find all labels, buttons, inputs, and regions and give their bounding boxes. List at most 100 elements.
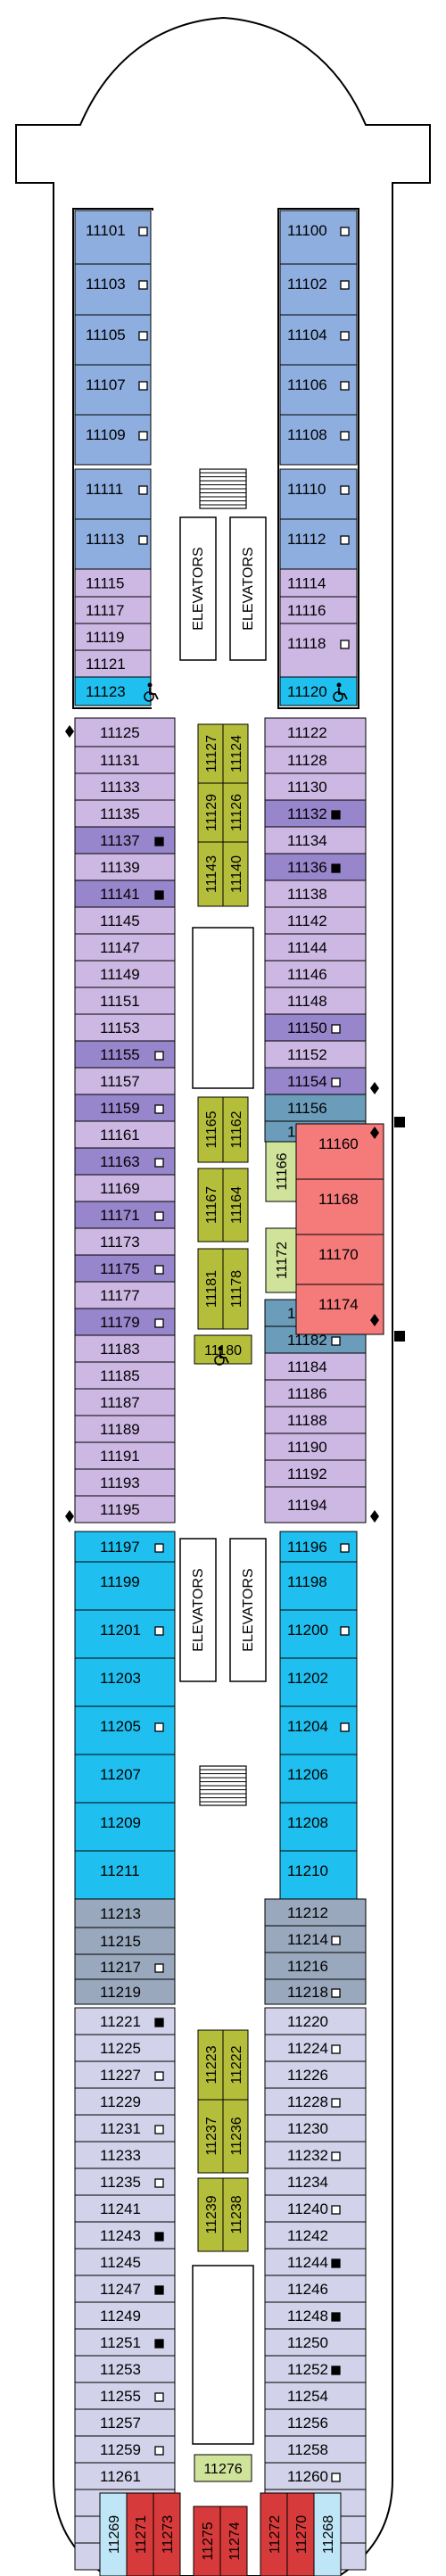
cabin-11249[interactable]: 11249 [74, 2301, 176, 2330]
cabin-11155[interactable]: 11155 [74, 1040, 176, 1069]
cabin-11169[interactable]: 11169 [74, 1174, 176, 1202]
cabin-11206[interactable]: 11206 [279, 1754, 358, 1804]
cabin-11258[interactable]: 11258 [264, 2435, 367, 2464]
cabin-11175[interactable]: 11175 [74, 1254, 176, 1283]
cabin-11105[interactable]: 11105 [74, 314, 152, 366]
cabin-11134[interactable]: 11134 [264, 826, 367, 855]
cabin-11191[interactable]: 11191 [74, 1441, 176, 1470]
cabin-11250[interactable]: 11250 [264, 2328, 367, 2357]
cabin-11214[interactable]: 11214 [264, 1925, 367, 1953]
cabin-11181[interactable]: 11181 [197, 1248, 224, 1330]
cabin-11203[interactable]: 11203 [74, 1657, 176, 1707]
cabin-11126[interactable]: 11126 [222, 782, 249, 843]
cabin-11215[interactable]: 11215 [74, 1927, 176, 1955]
cabin-11106[interactable]: 11106 [279, 364, 358, 416]
cabin-11165[interactable]: 11165 [197, 1096, 224, 1163]
cabin-11152[interactable]: 11152 [264, 1040, 367, 1069]
cabin-11240[interactable]: 11240 [264, 2194, 367, 2223]
cabin-11101[interactable]: 11101 [74, 210, 152, 265]
cabin-11232[interactable]: 11232 [264, 2141, 367, 2169]
cabin-11147[interactable]: 11147 [74, 933, 176, 962]
cabin-11110[interactable]: 11110 [279, 468, 358, 520]
cabin-11247[interactable]: 11247 [74, 2275, 176, 2303]
cabin-11111[interactable]: 11111 [74, 468, 152, 520]
cabin-11113[interactable]: 11113 [74, 518, 152, 570]
cabin-11201[interactable]: 11201 [74, 1609, 176, 1659]
cabin-11153[interactable]: 11153 [74, 1013, 176, 1042]
cabin-11143[interactable]: 11143 [197, 841, 224, 907]
cabin-11220[interactable]: 11220 [264, 2007, 367, 2035]
cabin-11125[interactable]: 11125 [74, 717, 176, 747]
cabin-11145[interactable]: 11145 [74, 906, 176, 935]
cabin-11135[interactable]: 11135 [74, 799, 176, 828]
cabin-11184[interactable]: 11184 [264, 1352, 367, 1381]
cabin-11236[interactable]: 11236 [222, 2099, 249, 2174]
cabin-11253[interactable]: 11253 [74, 2355, 176, 2383]
cabin-11243[interactable]: 11243 [74, 2221, 176, 2250]
cabin-11119[interactable]: 11119 [74, 623, 152, 651]
cabin-11187[interactable]: 11187 [74, 1388, 176, 1416]
cabin-11271[interactable]: 11271 [126, 2492, 154, 2576]
cabin-11136[interactable]: 11136 [264, 853, 367, 881]
cabin-11274[interactable]: 11274 [219, 2506, 248, 2576]
cabin-11114[interactable]: 11114 [279, 568, 358, 598]
cabin-11141[interactable]: 11141 [74, 879, 176, 908]
cabin-11164[interactable]: 11164 [222, 1168, 249, 1243]
cabin-11186[interactable]: 11186 [264, 1379, 367, 1408]
cabin-11268[interactable]: 11268 [313, 2492, 342, 2576]
cabin-11130[interactable]: 11130 [264, 772, 367, 801]
cabin-11144[interactable]: 11144 [264, 933, 367, 962]
cabin-11120[interactable]: 11120 [279, 676, 358, 706]
cabin-11168[interactable]: 11168 [295, 1178, 384, 1235]
cabin-11217[interactable]: 11217 [74, 1953, 176, 1980]
cabin-11115[interactable]: 11115 [74, 568, 152, 598]
cabin-11204[interactable]: 11204 [279, 1705, 358, 1755]
cabin-11132[interactable]: 11132 [264, 799, 367, 828]
cabin-11208[interactable]: 11208 [279, 1802, 358, 1852]
cabin-11150[interactable]: 11150 [264, 1013, 367, 1042]
cabin-11100[interactable]: 11100 [279, 210, 358, 265]
cabin-11199[interactable]: 11199 [74, 1561, 176, 1611]
cabin-11112[interactable]: 11112 [279, 518, 358, 570]
cabin-11138[interactable]: 11138 [264, 879, 367, 908]
cabin-11131[interactable]: 11131 [74, 746, 176, 774]
cabin-11179[interactable]: 11179 [74, 1308, 176, 1336]
cabin-11276[interactable]: 11276 [194, 2454, 252, 2482]
cabin-11154[interactable]: 11154 [264, 1067, 367, 1095]
cabin-11118[interactable]: 11118 [279, 623, 358, 678]
cabin-11211[interactable]: 11211 [74, 1850, 176, 1900]
cabin-11124[interactable]: 11124 [222, 723, 249, 784]
cabin-11149[interactable]: 11149 [74, 960, 176, 988]
cabin-11172[interactable]: 11172 [265, 1227, 297, 1293]
cabin-11122[interactable]: 11122 [264, 717, 367, 747]
cabin-11222[interactable]: 11222 [222, 2029, 249, 2101]
cabin-11221[interactable]: 11221 [74, 2007, 176, 2035]
cabin-11227[interactable]: 11227 [74, 2060, 176, 2089]
cabin-11174[interactable]: 11174 [295, 1284, 384, 1335]
cabin-11218[interactable]: 11218 [264, 1978, 367, 2005]
cabin-11270[interactable]: 11270 [286, 2492, 315, 2576]
cabin-11159[interactable]: 11159 [74, 1094, 176, 1122]
cabin-11103[interactable]: 11103 [74, 263, 152, 316]
cabin-11117[interactable]: 11117 [74, 596, 152, 624]
cabin-11200[interactable]: 11200 [279, 1609, 358, 1659]
cabin-11178[interactable]: 11178 [222, 1248, 249, 1330]
cabin-11194[interactable]: 11194 [264, 1486, 367, 1523]
cabin-11257[interactable]: 11257 [74, 2408, 176, 2437]
cabin-11160[interactable]: 11160 [295, 1123, 384, 1180]
cabin-11225[interactable]: 11225 [74, 2034, 176, 2062]
cabin-11137[interactable]: 11137 [74, 826, 176, 855]
cabin-11193[interactable]: 11193 [74, 1468, 176, 1497]
cabin-11202[interactable]: 11202 [279, 1657, 358, 1707]
cabin-11256[interactable]: 11256 [264, 2408, 367, 2437]
cabin-11226[interactable]: 11226 [264, 2060, 367, 2089]
cabin-11255[interactable]: 11255 [74, 2382, 176, 2410]
cabin-11146[interactable]: 11146 [264, 960, 367, 988]
cabin-11140[interactable]: 11140 [222, 841, 249, 907]
cabin-11216[interactable]: 11216 [264, 1952, 367, 1980]
cabin-11102[interactable]: 11102 [279, 263, 358, 316]
cabin-11104[interactable]: 11104 [279, 314, 358, 366]
cabin-11161[interactable]: 11161 [74, 1120, 176, 1149]
cabin-11196[interactable]: 11196 [279, 1531, 358, 1563]
cabin-11241[interactable]: 11241 [74, 2194, 176, 2223]
